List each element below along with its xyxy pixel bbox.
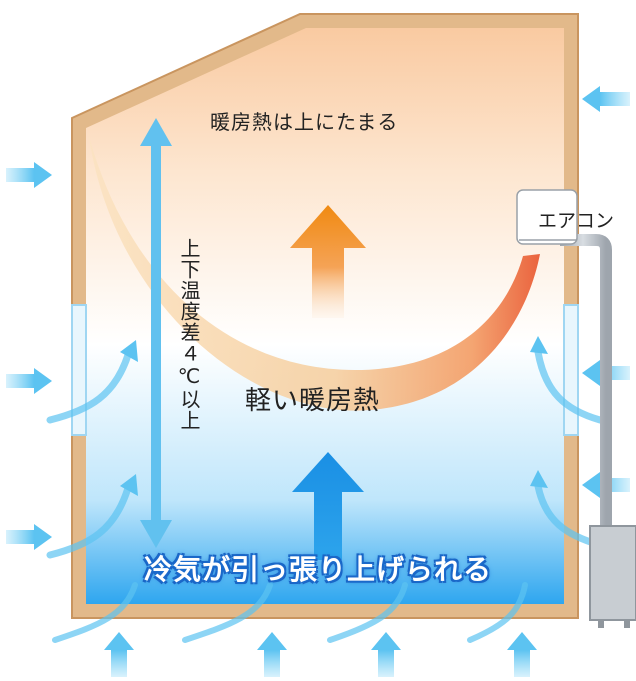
arrow-up-orange-icon: [290, 205, 366, 318]
cold-draft-curves: [46, 336, 604, 643]
cold-pulled-label: 冷気が引っ張り上げられる: [143, 553, 492, 586]
warm-top-label: 暖房熱は上にたまる: [210, 110, 399, 134]
aircon-label: エアコン: [538, 210, 615, 232]
warm-light-label: 軽い暖房熱: [245, 386, 381, 416]
air-conditioner-unit-icon: [516, 189, 578, 245]
window-left: [71, 304, 87, 436]
vertical-double-arrow-icon: [140, 118, 172, 548]
outdoor-unit-icon: [589, 525, 636, 628]
bottom-inflow-arrows: [104, 632, 537, 677]
arrow-up-blue-icon: [292, 452, 364, 560]
window-right: [563, 304, 579, 436]
left-inflow-arrows: [6, 162, 52, 550]
temp-diff-label: 上下温度差４℃以上: [177, 238, 201, 431]
warm-air-bowl: [88, 130, 540, 411]
ac-pipe: [560, 234, 612, 530]
